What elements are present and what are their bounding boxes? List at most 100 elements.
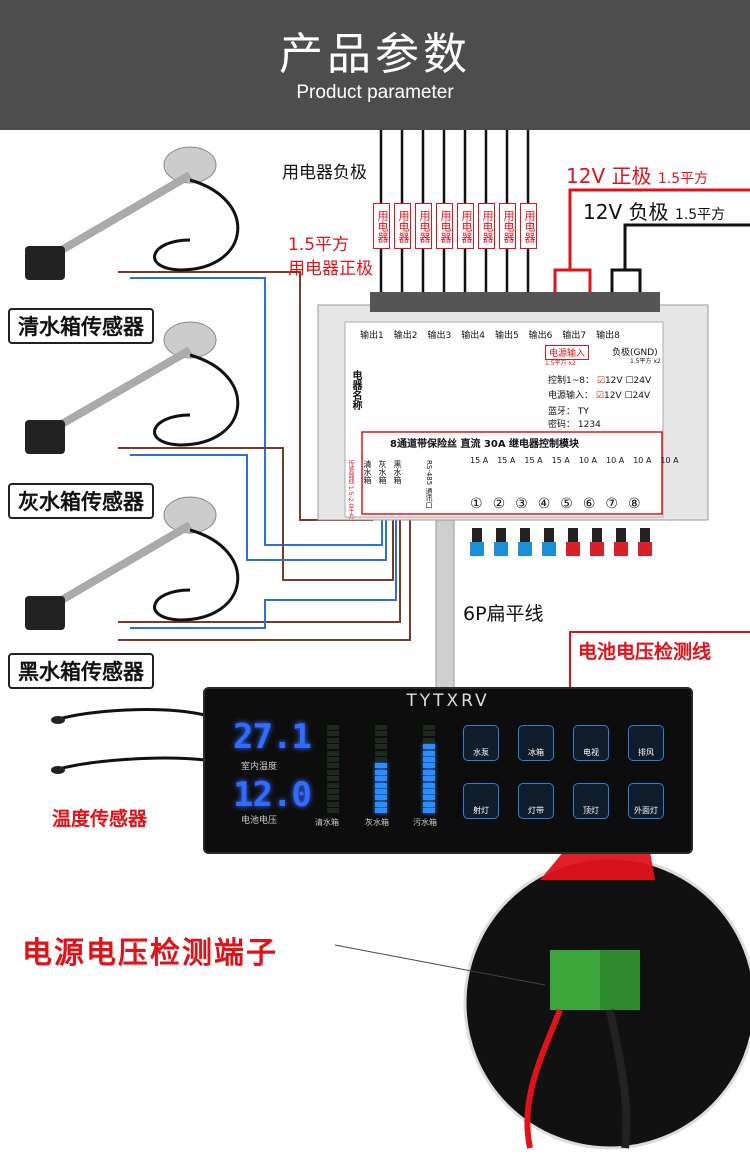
fan-button[interactable]: 排风 [628, 725, 664, 761]
outside-light-button[interactable]: 外面灯 [628, 783, 664, 819]
tank-2-segment [423, 757, 435, 762]
fuse-terminals [470, 528, 652, 556]
rs485-label: RS-485 通讯口 [425, 460, 433, 509]
tank-0-segment [327, 757, 339, 762]
fridge-button[interactable]: 冰箱 [518, 725, 554, 761]
output-chip-3: 用电器 [415, 203, 432, 249]
pump-button[interactable]: 水泵 [463, 725, 499, 761]
ribbon-cable [435, 509, 455, 691]
temp-sensor-label: 温度传感器 [52, 808, 148, 830]
side-note: 传感器线 1.5-2.0平方 [347, 460, 354, 520]
tank-1-segment [375, 795, 387, 801]
tank-2-segment [423, 782, 435, 788]
tank-2-segment [423, 776, 435, 782]
tank-0-segment [327, 801, 339, 807]
tank-1-segment [375, 801, 387, 807]
temp-display-label: 室内温度 [241, 762, 278, 772]
tank-2-segment [423, 731, 435, 737]
page-subtitle: Product parameter [296, 82, 454, 103]
neg-gnd-label: 负极(GND) [612, 348, 658, 358]
tank-0-segment [327, 769, 339, 775]
module-name-label: 电器名称 [350, 370, 361, 410]
volt-display: 12.0 [233, 775, 312, 815]
tank-0-segment [327, 782, 339, 788]
tank-0-segment [327, 737, 339, 743]
tank-1-segment [375, 725, 387, 730]
battery-line-label: 电池电压检测线 [578, 641, 712, 663]
output-chip-1: 用电器 [373, 203, 390, 249]
module-title: 8通道带保险丝 直流 30A 继电器控制模块 [390, 439, 580, 450]
sensor-grey [25, 321, 240, 454]
tv-button[interactable]: 电视 [573, 725, 609, 761]
tank-label-black: 污水箱 [413, 818, 437, 827]
ceiling-light-button[interactable]: 顶灯 [573, 783, 609, 819]
tank-0-segment [327, 725, 339, 730]
tank-0-segment [327, 750, 339, 756]
tank-label-clean: 清水箱 [315, 818, 339, 827]
lightstrip-button[interactable]: 灯带 [518, 783, 554, 819]
page-title: 产品参数 [279, 29, 471, 80]
tank-1-segment [375, 808, 387, 814]
output-chip-7: 用电器 [499, 203, 516, 249]
tank-0-segment [327, 763, 339, 769]
tank-0-segment [327, 789, 339, 794]
tank-1-segment [375, 763, 387, 769]
tank-1-segment [375, 737, 387, 743]
spotlight-button[interactable]: 射灯 [463, 783, 499, 819]
terminal-label: 电源电压检测端子 [22, 936, 278, 971]
neg-gnd-gauge-label: 1.5平方 x2 [630, 358, 661, 365]
power-input-label: 电源输入 [545, 345, 590, 360]
tank-2-segment [423, 744, 435, 750]
tank-2-segment [423, 808, 435, 814]
input-row: 电源输入： ☑12V ☐24V [548, 391, 651, 401]
ribbon-label: 6P扁平线 [463, 603, 544, 625]
tank-0-segment [327, 776, 339, 782]
pwd-row: 密码： 1234 [548, 420, 601, 430]
negative-wire [610, 223, 750, 295]
volt-display-label: 电池电压 [241, 816, 278, 826]
output-chip-8: 用电器 [520, 203, 537, 249]
positive-wire [553, 188, 750, 295]
tank-2-segment [423, 763, 435, 769]
sensor-columns: 清水箱灰水箱黑水箱 [363, 460, 402, 484]
pos-12v-label: 12V 正极 1.5平方 [566, 164, 709, 188]
tank-2-segment [423, 725, 435, 730]
power-gauge-label: 1.5平方 x2 [545, 360, 576, 367]
control-row: 控制1~8： ☑12V ☐24V [548, 376, 652, 386]
output-chip-2: 用电器 [394, 203, 411, 249]
tank-2-segment [423, 789, 435, 794]
tank-2-segment [423, 801, 435, 807]
control-panel: TYTXRV 27.1 室内温度 12.0 电池电压 清水箱 灰水箱 污水箱 水… [203, 687, 693, 854]
tank-0-segment [327, 744, 339, 750]
output-chip-4: 用电器 [436, 203, 453, 249]
sensor-label-clean: 清水箱传感器 [8, 308, 154, 344]
tank-1-segment [375, 731, 387, 737]
brand-logo: TYTXRV [406, 691, 490, 711]
tank-1-segment [375, 757, 387, 762]
bt-row: 蓝牙： TY [548, 407, 589, 417]
sensor-label-grey: 灰水箱传感器 [8, 483, 154, 519]
tank-1-segment [375, 789, 387, 794]
tank-1-segment [375, 782, 387, 788]
neg-12v-label: 12V 负极 1.5平方 [583, 200, 726, 224]
tank-2-segment [423, 737, 435, 743]
tank-1-segment [375, 750, 387, 756]
tank-1-segment [375, 744, 387, 750]
output-chip-6: 用电器 [478, 203, 495, 249]
tank-2-segment [423, 795, 435, 801]
temp-display: 27.1 [233, 717, 312, 757]
tank-1-segment [375, 769, 387, 775]
tank-0-segment [327, 731, 339, 737]
tank-0-segment [327, 795, 339, 801]
sensor-black [25, 496, 240, 630]
battery-line [569, 631, 750, 690]
tank-level-bars [321, 725, 451, 815]
load-negative-label: 用电器负极 [282, 163, 367, 183]
wire-gauge-label: 1.5平方 [288, 235, 350, 255]
tank-1-segment [375, 776, 387, 782]
tank-0-segment [327, 808, 339, 814]
output-chip-5: 用电器 [457, 203, 474, 249]
